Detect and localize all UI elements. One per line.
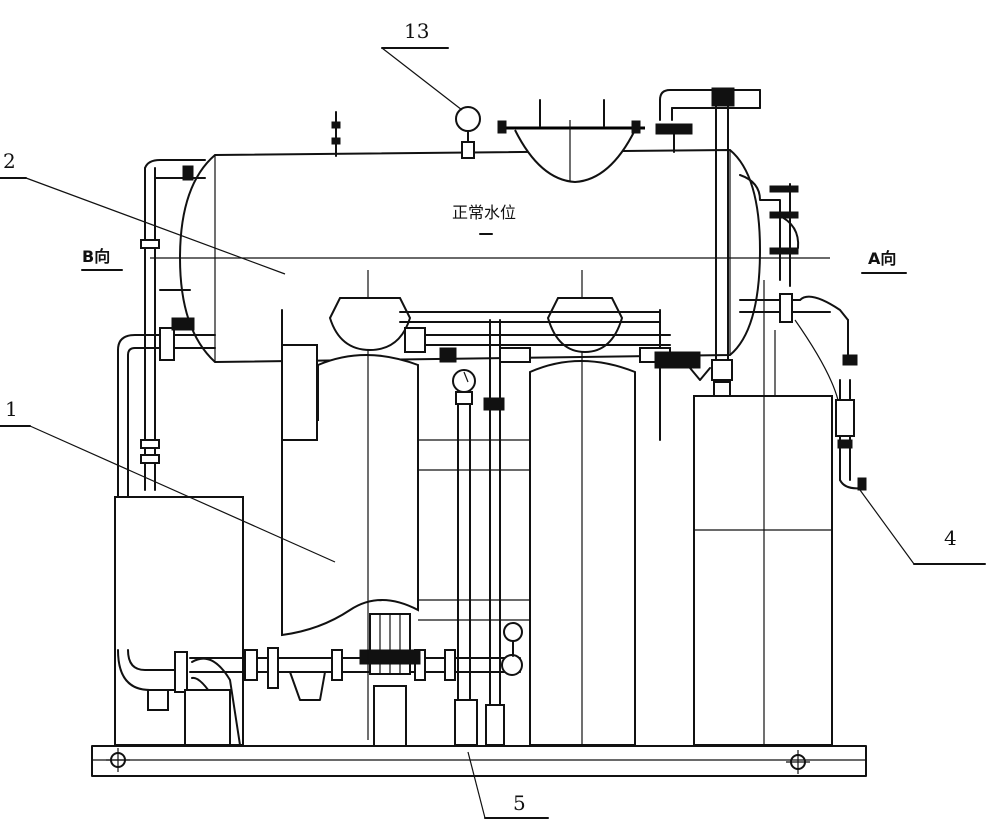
filter-vessel-left bbox=[281, 270, 419, 740]
anchor-bolt-left bbox=[106, 748, 130, 772]
callout-13-label: 13 bbox=[404, 19, 429, 43]
tank-dome bbox=[497, 99, 645, 184]
callout-2-label: 2 bbox=[3, 149, 16, 173]
pump-header bbox=[189, 647, 523, 701]
right-level-gauge bbox=[739, 174, 867, 491]
central-riser-pipes bbox=[454, 319, 505, 746]
anchor-bolt-right bbox=[786, 750, 810, 774]
callout-4: 4 bbox=[859, 489, 986, 565]
view-a-label: A向 bbox=[868, 249, 896, 268]
normal-water-level-text: 正常水位 bbox=[452, 203, 516, 222]
filter-vessel-right bbox=[529, 270, 661, 746]
callout-1: 1 bbox=[0, 397, 336, 563]
callout-13: 13 bbox=[381, 19, 463, 111]
tank-top-flange-right bbox=[655, 123, 693, 153]
callout-5: 5 bbox=[467, 751, 549, 819]
left-bottom-piping bbox=[117, 649, 241, 746]
pressure-gauge-mid bbox=[452, 369, 476, 405]
pressure-gauge-top bbox=[455, 106, 481, 159]
circulation-pump bbox=[359, 613, 421, 747]
callout-2: 2 bbox=[0, 149, 286, 275]
back-frame bbox=[418, 439, 530, 621]
callout-1-label: 1 bbox=[5, 397, 18, 421]
callout-5-label: 5 bbox=[513, 791, 526, 815]
view-b-label-group: B向 bbox=[81, 247, 123, 271]
view-b-label: B向 bbox=[82, 247, 110, 266]
filter-cap-left bbox=[328, 297, 412, 352]
right-riser-pipe bbox=[659, 87, 761, 381]
callout-4-label: 4 bbox=[944, 526, 957, 550]
valve-manifold bbox=[399, 311, 711, 381]
view-a-label-group: A向 bbox=[861, 249, 907, 274]
pressure-gauge-low bbox=[503, 622, 523, 657]
base-skid bbox=[91, 745, 867, 777]
tank-top-valve-left bbox=[331, 111, 341, 157]
right-cabinet bbox=[693, 280, 833, 746]
